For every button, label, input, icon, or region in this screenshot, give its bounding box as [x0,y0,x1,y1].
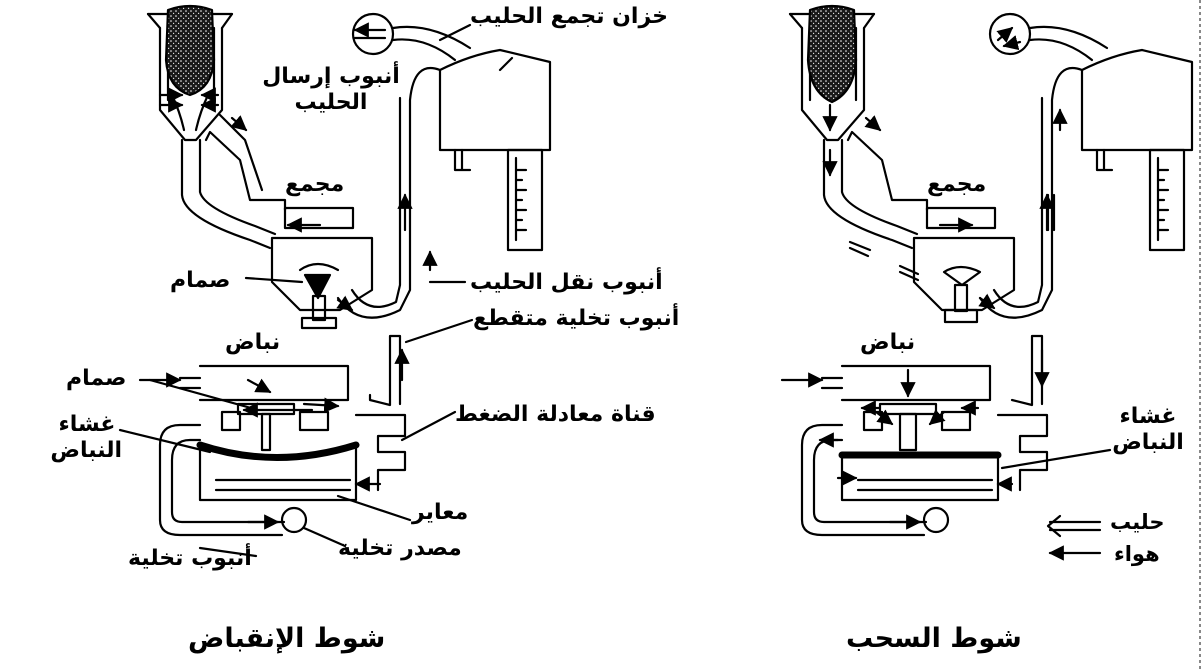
left-pressure-channel [354,334,407,492]
left-leader-lines [118,23,514,558]
label-valve-bottom-left: صمام [66,366,127,391]
title-contraction-stroke: شوط الإنقباض [188,623,386,654]
right-double-flow-arrows [848,193,1056,282]
right-milk-tube [978,67,1084,319]
page-edge-dotted [1199,0,1201,670]
left-udder-teat [164,4,216,97]
label-vacuum-source: مصدر تخلية [338,536,462,561]
right-send-tube [988,12,1109,62]
left-flow-arrows [138,87,438,530]
label-valve-top-left: صمام [170,268,231,293]
label-pulsator-diaphragm-right: غشاء النباض [1112,404,1184,456]
legend-milk-symbol [1046,514,1102,538]
right-milk-tank [1080,48,1194,252]
left-milk-tube [336,67,442,319]
label-regulator: معاير [412,500,469,525]
right-leader-lines [1000,448,1112,470]
label-pulsator-right: نباض [860,330,916,355]
label-pressure-equalizing-channel: قناة معادلة الضغط [455,402,656,427]
left-pulsator [178,364,360,502]
label-collector-left: مجمع [285,172,345,197]
label-collector-right: مجمع [927,172,987,197]
left-send-tube [353,12,472,62]
left-short-milk-tube [180,113,287,250]
right-pulsator [820,364,1002,502]
label-pulsator-diaphragm-left: غشاء النباض [50,412,122,464]
title-suction-stroke: شوط السحب [846,623,1022,654]
label-intermittent-vacuum-tube: أنبوب تخلية متقطع [473,306,680,331]
left-claw-collector [270,206,374,330]
right-udder-teat [806,4,858,104]
label-milk-send-tube: أنبوب إرسال الحليب [262,64,400,116]
label-pulsator-left: نباض [225,330,281,355]
label-milk-collection-tank: خزان تجمع الحليب [470,4,668,29]
legend-air-label: هواء [1114,542,1160,566]
label-vacuum-tube: أنبوب تخلية [128,546,252,571]
left-teat-liner [170,93,210,132]
legend-milk-label: حليب [1110,510,1165,534]
left-vacuum-tube [158,423,308,537]
label-milk-transport-tube: أنبوب نقل الحليب [470,270,663,295]
left-milk-tank [438,48,552,252]
right-short-milk-tube [822,130,929,250]
